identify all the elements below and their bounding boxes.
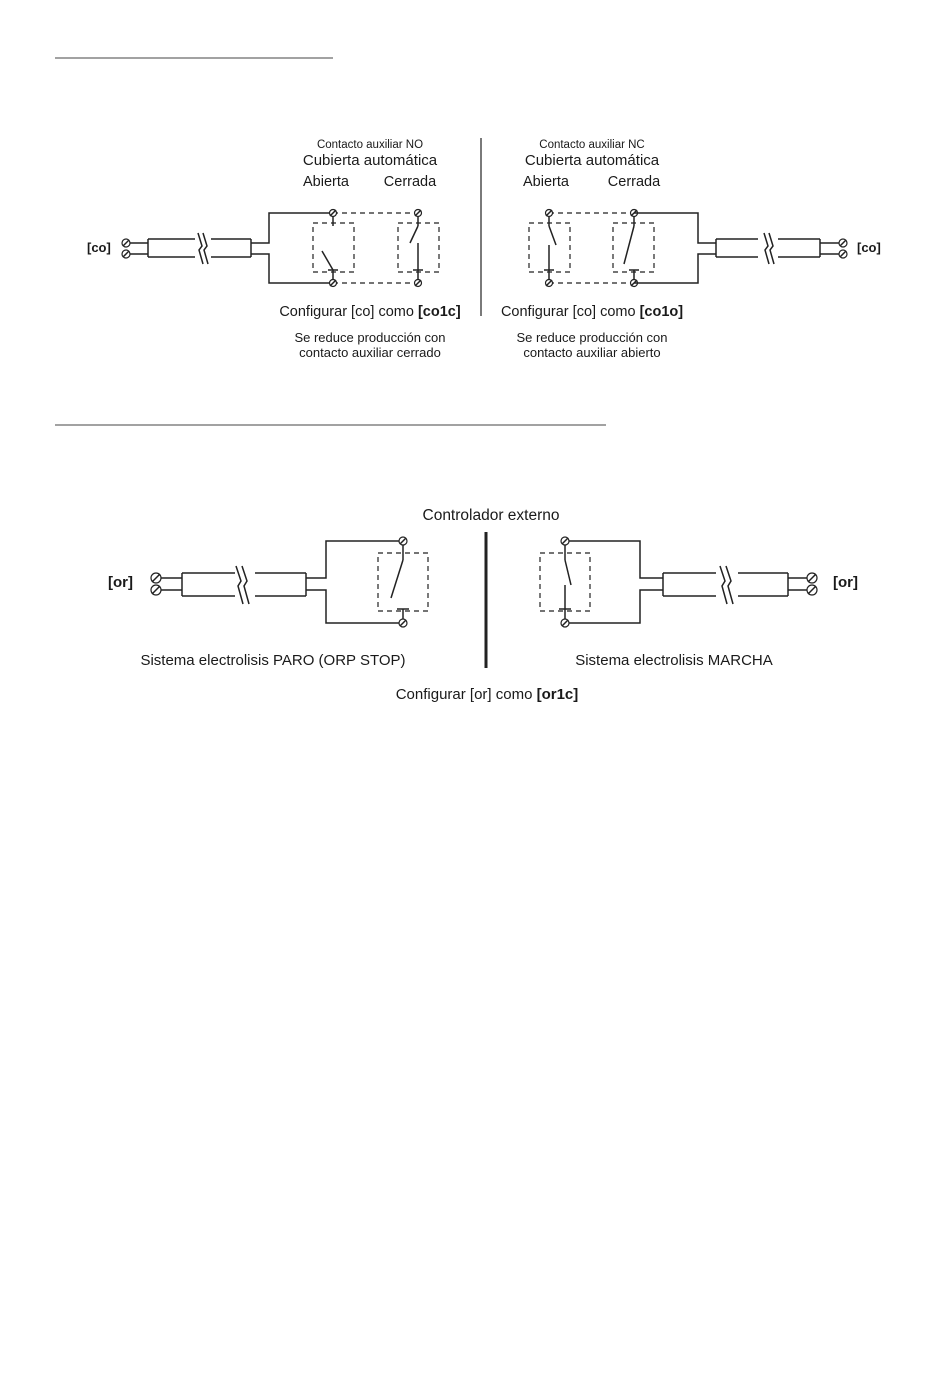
cable-orp-left xyxy=(161,565,307,605)
wiring-left xyxy=(251,212,333,284)
config-value-co1c: [co1c] xyxy=(418,304,461,320)
terminal-screw-icon xyxy=(150,572,162,596)
cover-right-title: Cubierta automática xyxy=(525,152,660,169)
wiring-orp-right xyxy=(569,540,663,579)
orp-right-diagram: [or] Sistema electrolisis MARCHA xyxy=(539,536,858,669)
cover-right-state-open: Abierta xyxy=(523,174,570,190)
cable-break-icon xyxy=(763,232,770,265)
closed-contact-switch-icon xyxy=(559,536,572,628)
terminal-screw-icon xyxy=(121,238,131,259)
terminal-label-co-left: [co] xyxy=(87,240,111,255)
wiring-orp-right xyxy=(569,589,663,624)
nc-contact-switch-icon xyxy=(623,208,639,288)
cover-left-state-open: Abierta xyxy=(303,174,350,190)
terminal-screw-icon xyxy=(838,238,848,259)
aux-contact-nc-label: Contacto auxiliar NC xyxy=(539,139,644,151)
orp-diagram: Controlador externo [or] xyxy=(108,507,858,703)
terminal-label-or-right: [or] xyxy=(833,574,858,591)
open-contact-switch-icon xyxy=(390,536,409,628)
cable-break-icon xyxy=(719,565,728,605)
cable-right xyxy=(715,232,839,265)
cable-left xyxy=(130,232,252,265)
orp-left-diagram: [or] xyxy=(108,536,429,669)
cover-right-state-closed: Cerrada xyxy=(608,174,661,190)
cover-left-state-closed: Cerrada xyxy=(384,174,437,190)
cover-left-config: Configurar [co] como [co1c] xyxy=(279,304,461,320)
cover-left-note-2: contacto auxiliar cerrado xyxy=(299,345,441,360)
cover-right-diagram: Contacto auxiliar NC Cubierta automática… xyxy=(501,139,881,360)
cable-orp-right xyxy=(662,565,807,605)
cover-left-title: Cubierta automática xyxy=(303,152,438,169)
cover-right-config: Configurar [co] como [co1o] xyxy=(501,304,683,320)
no-contact-switch-icon xyxy=(409,208,423,288)
cover-right-note-2: contacto auxiliar abierto xyxy=(523,345,660,360)
no-contact-switch-icon xyxy=(321,208,338,288)
cover-right-note-1: Se reduce producción con xyxy=(516,330,667,345)
aux-contact-no-label: Contacto auxiliar NO xyxy=(317,139,423,151)
cover-left-diagram: Contacto auxiliar NO Cubierta automática… xyxy=(87,139,461,360)
wiring-right xyxy=(634,212,716,284)
config-value-or1c: [or1c] xyxy=(537,686,579,703)
orp-title: Controlador externo xyxy=(423,507,560,524)
config-value-co1o: [co1o] xyxy=(640,304,684,320)
cover-diagram: Contacto auxiliar NO Cubierta automática… xyxy=(87,138,881,360)
orp-right-caption: Sistema electrolisis MARCHA xyxy=(575,652,773,669)
terminal-screw-icon xyxy=(806,572,818,596)
wiring-orp-left xyxy=(306,540,399,579)
switch-box-open xyxy=(312,222,355,273)
cable-break-icon xyxy=(235,565,244,605)
orp-left-caption: Sistema electrolisis PARO (ORP STOP) xyxy=(140,652,405,669)
wiring-orp-left xyxy=(306,589,399,624)
terminal-label-co-right: [co] xyxy=(857,240,881,255)
orp-config: Configurar [or] como [or1c] xyxy=(396,686,579,703)
cable-break-icon xyxy=(197,232,204,265)
nc-contact-switch-icon xyxy=(544,208,557,288)
cover-left-note-1: Se reduce producción con xyxy=(294,330,445,345)
terminal-label-or-left: [or] xyxy=(108,574,133,591)
